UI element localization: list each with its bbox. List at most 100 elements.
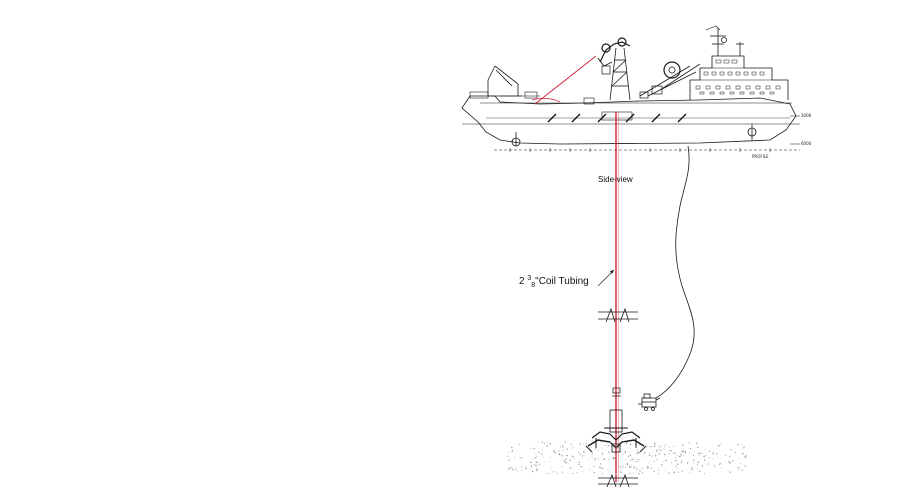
sediment-dot (618, 446, 620, 448)
sediment-dot (745, 455, 747, 457)
sediment-dot (646, 446, 648, 448)
sediment-dot (635, 458, 637, 460)
dimension-upper: 3000 (801, 113, 812, 118)
sediment-dot (590, 446, 592, 448)
sediment-dot (536, 470, 538, 472)
sediment-dot (562, 447, 564, 449)
radar-dome (721, 37, 727, 43)
sediment-dot (593, 460, 595, 462)
injector-head[interactable] (597, 37, 631, 75)
sediment-dot (588, 459, 589, 461)
sediment-dot (672, 452, 674, 454)
sediment-dot (536, 455, 538, 457)
sediment-dot (610, 471, 612, 472)
sediment-dot (631, 458, 633, 460)
dimension-lower: 6000 (801, 141, 812, 146)
sediment-dot (686, 469, 688, 471)
sediment-dot (531, 470, 534, 473)
vessel-red-accents (531, 55, 597, 105)
sediment-dot (583, 451, 585, 453)
sediment-dot (732, 449, 734, 451)
sediment-dot (558, 453, 561, 455)
sediment-dot (571, 457, 573, 459)
sediment-dot (507, 451, 509, 453)
sediment-dot (744, 465, 746, 467)
sediment-dot (641, 467, 643, 469)
sediment-dot (635, 447, 637, 448)
sediment-dot (704, 449, 706, 451)
sediment-dot (541, 441, 544, 443)
sediment-dot (601, 467, 603, 469)
sediment-dot (668, 473, 670, 475)
sediment-dot (595, 448, 597, 450)
sediment-dot (535, 461, 538, 463)
sediment-dot (511, 449, 513, 451)
svg-text:2 38"Coil Tubing: 2 38"Coil Tubing (519, 275, 589, 289)
tubing-tool (612, 387, 621, 397)
sediment-dot (571, 443, 572, 445)
sediment-dot (729, 449, 731, 451)
sediment-dot (541, 453, 543, 455)
sediment-dot (578, 451, 580, 453)
sediment-dot (636, 468, 638, 470)
sediment-dot (624, 452, 626, 454)
sediment-dot (650, 445, 652, 448)
sediment-dot (658, 453, 661, 455)
sediment-dot (637, 449, 639, 451)
sediment-dot (591, 455, 593, 457)
sediment-dot (696, 471, 698, 473)
sediment-dot (538, 463, 541, 465)
reel-assembly[interactable] (639, 61, 701, 99)
tubing-break-mark-lower (598, 473, 638, 488)
sediment-dot (696, 464, 698, 466)
sediment-dot (704, 473, 706, 475)
sediment-dot (681, 460, 683, 462)
sediment-dot (630, 460, 632, 462)
sediment-dot (537, 469, 539, 471)
sediment-dot (674, 452, 676, 454)
sediment-dot (653, 461, 655, 463)
sediment-dot (654, 444, 656, 446)
sediment-dot (614, 453, 616, 455)
sediment-dot (530, 447, 532, 449)
sediment-dot (634, 466, 635, 468)
sediment-dot (681, 450, 683, 453)
sediment-dot (719, 463, 721, 465)
sediment-dot (570, 444, 572, 446)
sediment-dot (614, 446, 616, 449)
sediment-dot (684, 451, 687, 453)
sediment-dot (615, 473, 617, 475)
sediment-dot (558, 450, 560, 452)
sediment-dot (511, 467, 513, 469)
seabed-template[interactable] (585, 409, 647, 453)
sediment-dot (622, 453, 624, 455)
coil-reel[interactable] (663, 61, 681, 79)
sediment-dot (676, 467, 678, 469)
sediment-dot (684, 452, 686, 454)
sediment-dot (564, 461, 566, 463)
sediment-dot (543, 442, 545, 444)
sediment-dot (680, 461, 683, 464)
rov-vehicle[interactable] (638, 393, 661, 411)
sediment-dot (579, 453, 582, 456)
sediment-dot (594, 449, 595, 451)
sediment-dot (679, 455, 681, 458)
moonpool (601, 111, 633, 121)
sediment-dot (716, 453, 718, 455)
sediment-dot (553, 450, 555, 452)
sediment-dot (653, 445, 655, 448)
sediment-dot (703, 455, 705, 458)
sediment-dot (701, 465, 704, 467)
sediment-dot (507, 468, 510, 470)
rov-umbilical (655, 145, 695, 399)
sediment-dot (725, 454, 727, 456)
sediment-dot (597, 449, 599, 451)
sediment-dot (680, 454, 682, 456)
sediment-dot (581, 456, 583, 458)
sediment-dot (668, 449, 670, 451)
sediment-dot (660, 450, 662, 452)
coil-tubing[interactable] (615, 112, 619, 482)
tubing-lead-line (534, 55, 597, 105)
sediment-dot (607, 445, 610, 447)
